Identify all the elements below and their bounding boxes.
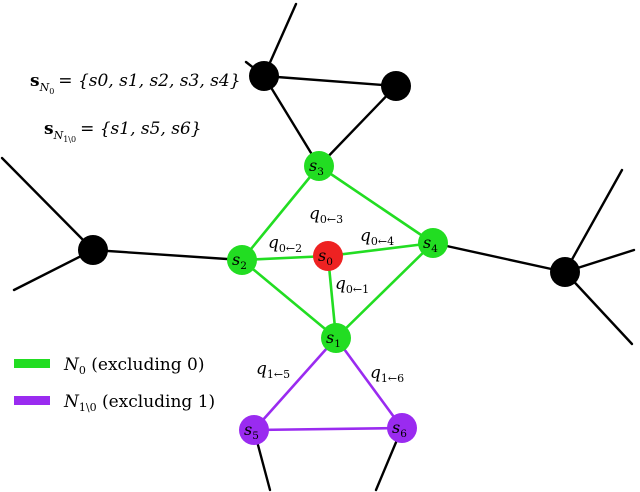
node-label-s2: s2 (232, 250, 247, 272)
edge-label-q02: q0←2 (268, 233, 302, 255)
edge-black (0, 156, 95, 252)
node-s4 (418, 228, 448, 258)
purple-edges (252, 336, 404, 432)
edge-black (262, 74, 321, 168)
legend-swatch-purple (14, 396, 50, 405)
edge-label-q01: q0←1 (335, 274, 369, 296)
node-label-s6: s6 (392, 418, 407, 440)
colored-nodes (227, 151, 448, 445)
edge-s4-s1 (334, 241, 435, 340)
node-s5 (239, 415, 269, 445)
node-s3 (304, 151, 334, 181)
edge-black (563, 168, 624, 274)
edge-label-q15: q1←5 (256, 359, 290, 381)
edge-s1-s5 (252, 336, 338, 432)
edge-labels: q0←3 q0←2 q0←4 q0←1 q1←5 q1←6 (256, 204, 404, 385)
edge-label-q16: q1←6 (370, 363, 404, 385)
node-label-s3: s3 (309, 156, 324, 178)
edge-s0-s4 (326, 241, 435, 258)
black-nodes (78, 61, 580, 287)
node-s6 (387, 413, 417, 443)
node-black (78, 235, 108, 265)
edge-s3-s4 (317, 164, 435, 245)
node-s2 (227, 245, 257, 275)
edge-s3-s2 (240, 164, 321, 262)
edge-black (563, 270, 634, 346)
node-label-s0: s0 (318, 246, 333, 268)
edge-s1-s6 (334, 336, 404, 430)
node-black (550, 257, 580, 287)
node-s1 (321, 323, 351, 353)
set-n0: sN0= {s0, s1, s2, s3, s4} (30, 71, 241, 96)
edge-black (317, 84, 398, 168)
edge-s2-s1 (240, 258, 338, 340)
legend-label-purple: N1\0 (excluding 1) (63, 392, 215, 414)
edge-black (262, 74, 398, 88)
set-n10: sN1\0= {s1, s5, s6} (44, 119, 202, 144)
edge-black (431, 241, 567, 274)
edge-black (91, 248, 244, 262)
set-definitions: sN0= {s0, s1, s2, s3, s4} sN1\0= {s1, s5… (30, 71, 241, 144)
edge-s5-s6 (252, 426, 404, 432)
edge-label-q03: q0←3 (309, 204, 343, 226)
node-s0 (313, 241, 343, 271)
node-label-s5: s5 (244, 420, 259, 442)
node-label-s4: s4 (423, 233, 438, 255)
node-black (249, 61, 279, 91)
legend-label-green: N0 (excluding 0) (63, 355, 204, 377)
node-labels: s3 s2 s4 s1 s0 s5 s6 (232, 156, 438, 442)
edge-label-q04: q0←4 (360, 226, 394, 248)
node-label-s1: s1 (326, 328, 341, 350)
legend-swatch-green (14, 359, 50, 368)
node-black (381, 71, 411, 101)
legend: N0 (excluding 0) N1\0 (excluding 1) (14, 355, 215, 414)
